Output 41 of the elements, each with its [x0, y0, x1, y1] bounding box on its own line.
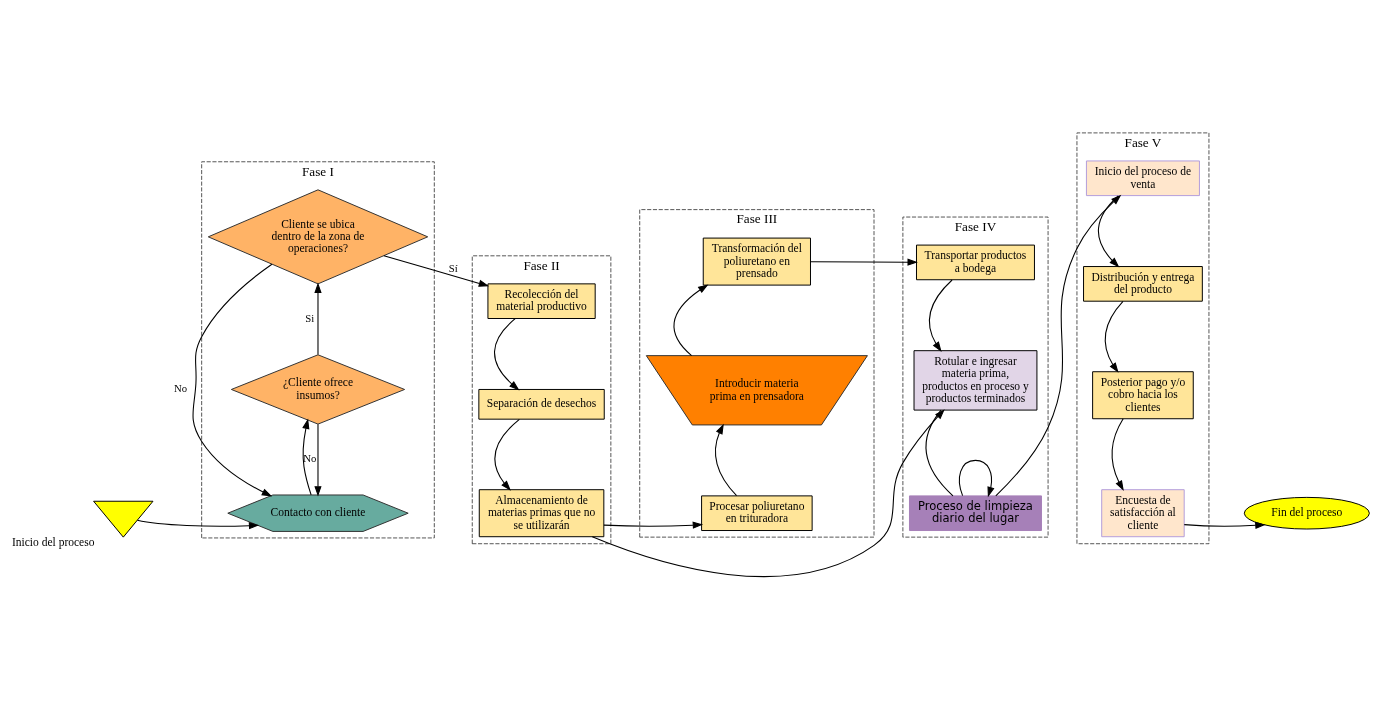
edge-label: Si — [305, 312, 315, 325]
arrow — [136, 519, 260, 530]
arrow — [591, 409, 945, 577]
arrow — [673, 284, 709, 357]
arrow — [494, 318, 520, 391]
arrow — [714, 423, 738, 497]
edge-label: No — [303, 452, 317, 465]
node-box: Distribución y entrega del producto — [1083, 266, 1203, 302]
node-diamond: ¿Cliente ofrece insumos? — [230, 354, 406, 425]
arrow — [192, 263, 273, 497]
node-box: Inicio del proceso de venta — [1085, 160, 1200, 197]
node-box: Rotular e ingresar materia prima, productos en proceso y productos terminados — [913, 350, 1038, 411]
node-box: Separación de desechos — [478, 388, 605, 420]
node-box: Transformación del poliuretano en prensado — [702, 237, 811, 286]
arrow — [314, 423, 322, 497]
arrow — [1097, 195, 1120, 268]
node-box: Almacenamiento de materias primas que no se utilizarán — [478, 489, 605, 538]
arrow — [1104, 300, 1124, 373]
connector — [925, 409, 954, 497]
node-box: Recolección del material productivo — [487, 283, 596, 319]
arrow — [995, 194, 1122, 497]
arrow — [314, 282, 322, 355]
arrow — [383, 255, 490, 287]
node-box: Posterior pago y/o cobro hacia los clientes — [1092, 371, 1194, 420]
arrow — [1183, 521, 1266, 529]
arrow — [603, 521, 704, 529]
arrow — [494, 418, 520, 491]
node-box: Encuesta de satisfacción al cliente — [1101, 489, 1185, 538]
arrow — [809, 258, 918, 266]
arrow — [302, 418, 312, 496]
node-box: Transportar productos a bodega — [916, 244, 1035, 281]
node-triangle — [93, 500, 154, 538]
edge-label: No — [174, 382, 188, 395]
arrow — [1111, 418, 1124, 491]
node-label: Inicio del proceso — [11, 536, 95, 549]
node-box: Proceso de limpieza diario del lugar — [909, 495, 1042, 532]
arrow — [928, 279, 953, 352]
node-diamond: Cliente se ubica dentro de la zona de operaciones? — [207, 189, 429, 285]
edge-label: Sí — [448, 261, 458, 274]
arrow — [958, 459, 995, 498]
node-box: Procesar poliuretano en trituradora — [701, 495, 813, 532]
